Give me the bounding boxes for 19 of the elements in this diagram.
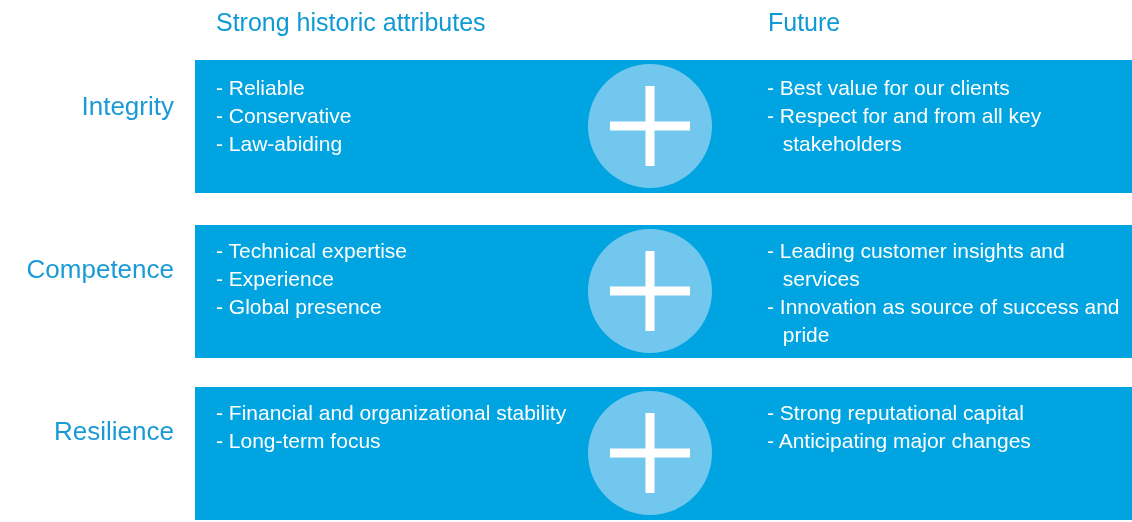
list-item: - Global presence — [216, 294, 383, 320]
list-item: - Best value for our clients — [767, 75, 1011, 101]
list-item: - Technical expertise — [216, 238, 409, 264]
column-heading: Strong historic attributes — [216, 8, 486, 37]
list-item: - Experience — [216, 266, 335, 292]
row-label: Resilience — [54, 417, 174, 445]
list-item: - Reliable — [216, 75, 306, 101]
list-item: - Financial and organizational stability — [216, 400, 568, 426]
row-label: Integrity — [81, 92, 174, 120]
list-item: - Anticipating major changes — [767, 428, 1032, 454]
list-item: - Strong reputational capital — [767, 400, 1025, 426]
row-label: Competence — [26, 255, 174, 283]
list-item: - Long-term focus — [216, 428, 382, 454]
list-item: - Conservative — [216, 103, 353, 129]
list-item: - Law-abiding — [216, 131, 344, 157]
list-item: - Respect for and from all key stakeholders — [767, 103, 1043, 157]
list-item: - Innovation as source of success and pride — [767, 294, 1121, 348]
list-item: - Leading customer insights and services — [767, 238, 1066, 292]
column-heading: Future — [768, 8, 841, 37]
